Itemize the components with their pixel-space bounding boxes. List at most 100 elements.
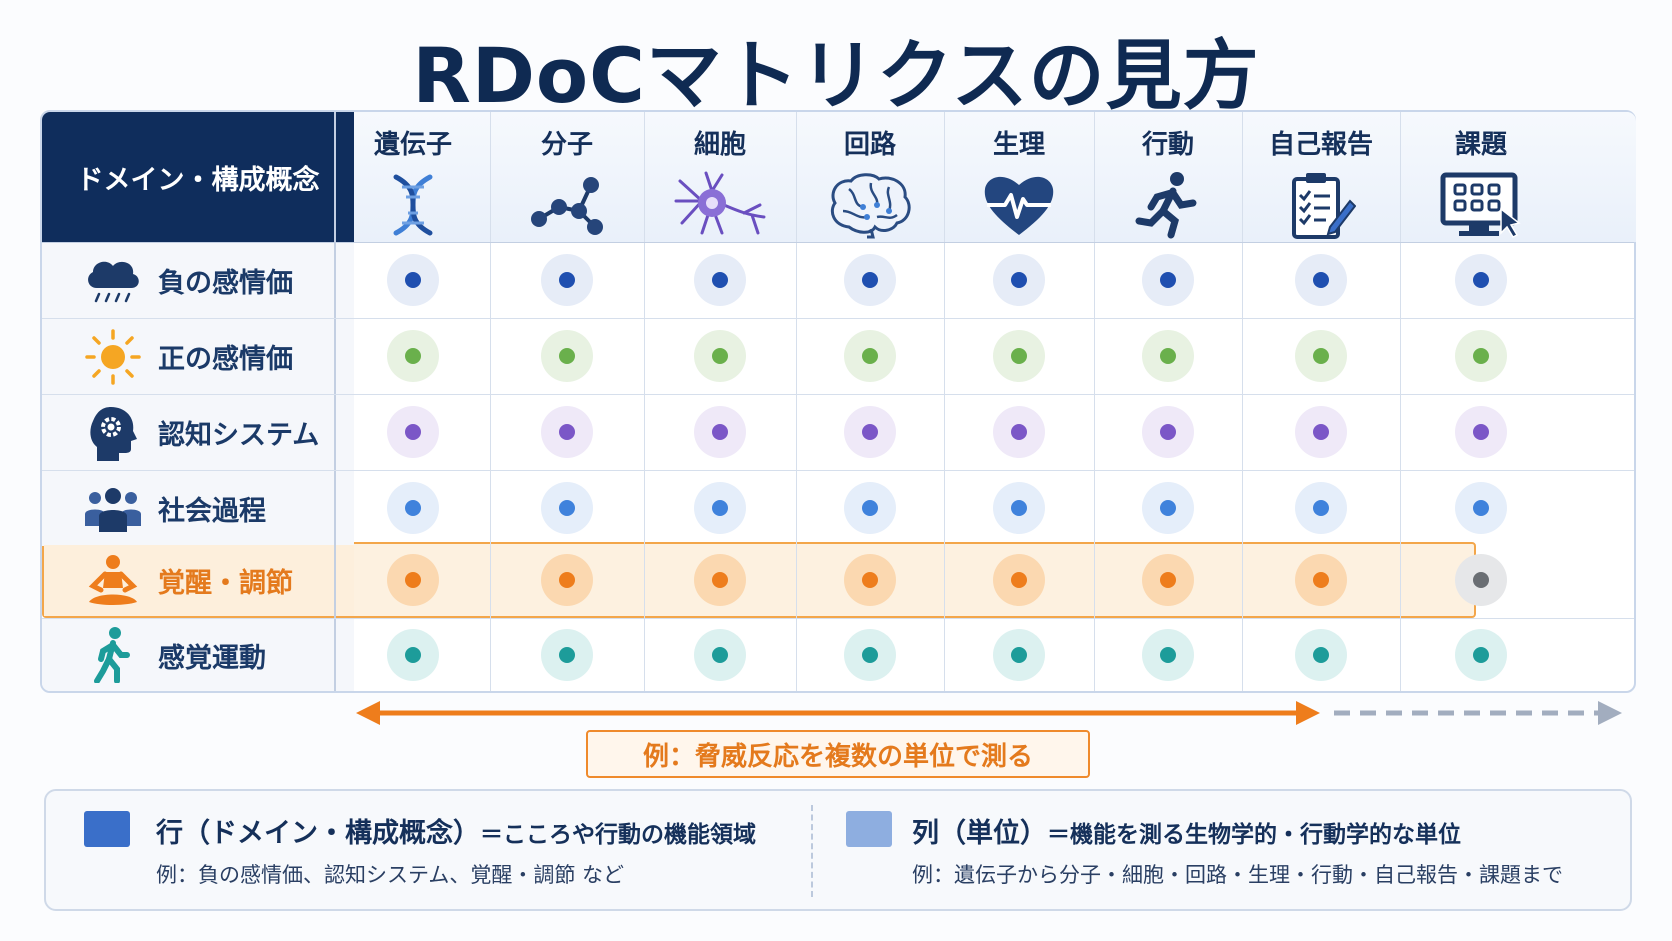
matrix-cell-dot xyxy=(387,482,439,534)
col-label: 課題 xyxy=(1454,130,1507,160)
col-header-physiology: 生理 xyxy=(944,112,1094,242)
col-header-circuits: 回路 xyxy=(796,112,944,242)
matrix-cell-dot-core xyxy=(712,272,728,288)
matrix-cell-dot xyxy=(1295,629,1347,681)
row-negative-valence: 負の感情価 xyxy=(42,243,354,318)
legend-cols-desc: ＝機能を測る生物学的・行動学的な単位 xyxy=(1047,822,1461,848)
matrix-cell-dot-core xyxy=(1473,424,1489,440)
matrix-cell-dot xyxy=(694,406,746,458)
matrix-cell-dot-core xyxy=(862,500,878,516)
matrix-cell-dot-core xyxy=(1313,424,1329,440)
page-title: RDoCマトリクスの見方 xyxy=(412,31,1260,120)
matrix-cell-dot-core xyxy=(1313,572,1329,588)
grid-line xyxy=(334,112,336,691)
row-label-text: 社会過程 xyxy=(158,496,266,527)
row-label-text: 覚醒・調節 xyxy=(158,568,293,599)
grid-line xyxy=(490,112,491,691)
legend-cols-title: 列（単位）＝機能を測る生物学的・行動学的な単位 xyxy=(912,811,1461,850)
col-label: 行動 xyxy=(1141,130,1194,160)
matrix-cell-dot xyxy=(694,629,746,681)
matrix-cell-dot-core xyxy=(862,572,878,588)
orange-double-arrow xyxy=(356,701,1320,725)
matrix-cell-dot-core xyxy=(1011,500,1027,516)
matrix-cell-dot-core xyxy=(1160,272,1176,288)
legend-cols-title-text: 列（単位） xyxy=(912,818,1047,849)
matrix-cell-dot-core xyxy=(862,647,878,663)
matrix-cell-dot xyxy=(1455,629,1507,681)
grid-line xyxy=(944,112,945,691)
col-header-molecules: 分子 xyxy=(490,112,644,242)
matrix-cell-dot-core xyxy=(1011,348,1027,364)
matrix-cell-dot-core xyxy=(1160,500,1176,516)
sun-icon xyxy=(85,328,141,385)
grid-line xyxy=(42,318,1634,319)
col-label: 分子 xyxy=(540,130,593,160)
matrix-cell-dot xyxy=(844,629,896,681)
matrix-cell-dot xyxy=(1455,406,1507,458)
matrix-cell-dot-core xyxy=(559,647,575,663)
matrix-cell-dot xyxy=(1142,482,1194,534)
col-header-genes: 遺伝子 xyxy=(336,112,490,242)
example-callout: 例：脅威反応を複数の単位で測る xyxy=(586,730,1090,778)
legend-box: 行（ドメイン・構成概念）＝こころや行動の機能領域 例：負の感情価、認知システム、… xyxy=(44,789,1632,911)
matrix-cell-dot xyxy=(1295,554,1347,606)
neuron-icon xyxy=(674,171,766,235)
matrix-cell-dot xyxy=(1142,406,1194,458)
col-header-cells: 細胞 xyxy=(644,112,796,242)
matrix-cell-dot-core xyxy=(559,572,575,588)
col-header-behavior: 行動 xyxy=(1094,112,1242,242)
matrix-cell-dot xyxy=(541,254,593,306)
matrix-cell-dot-core xyxy=(1313,272,1329,288)
matrix-cell-dot-core xyxy=(1011,424,1027,440)
clipboard-checklist-icon xyxy=(1292,173,1356,239)
matrix-cell-dot xyxy=(1455,330,1507,382)
matrix-cell-dot xyxy=(844,330,896,382)
col-header-tasks: 課題 xyxy=(1400,112,1562,242)
matrix-cell-dot-core xyxy=(1011,647,1027,663)
grid-line xyxy=(644,112,645,691)
matrix-cell-dot-core xyxy=(862,424,878,440)
matrix-cell-dot xyxy=(541,554,593,606)
matrix-cell-dot xyxy=(694,254,746,306)
matrix-cell-dot xyxy=(993,629,1045,681)
matrix-cell-dot-core xyxy=(405,348,421,364)
row-social-processes: 社会過程 xyxy=(42,471,354,546)
row-positive-valence: 正の感情価 xyxy=(42,319,354,394)
matrix-cell-dot xyxy=(541,330,593,382)
matrix-cell-dot-core xyxy=(1160,647,1176,663)
matrix-cell-dot-core xyxy=(1313,647,1329,663)
matrix-cell-dot xyxy=(387,406,439,458)
matrix-cell-dot xyxy=(844,482,896,534)
matrix-cell-dot-core xyxy=(862,348,878,364)
matrix-cell-dot xyxy=(1455,482,1507,534)
matrix-cell-dot-core xyxy=(712,572,728,588)
walking-person-icon xyxy=(94,627,130,683)
matrix-cell-dot-core xyxy=(1473,348,1489,364)
grid-line xyxy=(1094,112,1095,691)
grid-line xyxy=(796,112,797,691)
matrix-cell-dot xyxy=(694,482,746,534)
grid-line xyxy=(42,470,1634,471)
dna-icon xyxy=(393,174,433,236)
matrix-cell-dot-core xyxy=(712,647,728,663)
matrix-cell-dot xyxy=(1455,554,1507,606)
matrix-cell-dot xyxy=(387,554,439,606)
matrix-cell-dot-core xyxy=(1473,500,1489,516)
col-label: 生理 xyxy=(992,130,1045,160)
matrix-cell-dot xyxy=(844,254,896,306)
matrix-cell-dot-core xyxy=(1011,572,1027,588)
matrix-cell-dot xyxy=(993,554,1045,606)
meditation-icon xyxy=(88,554,138,605)
row-sensorimotor: 感覚運動 xyxy=(42,619,354,691)
matrix-cell-dot xyxy=(1295,482,1347,534)
matrix-cell-dot-core xyxy=(405,500,421,516)
matrix-cell-dot-core xyxy=(1313,500,1329,516)
row-label-text: 感覚運動 xyxy=(158,642,266,674)
heart-pulse-icon xyxy=(984,176,1054,235)
matrix-cell-dot xyxy=(1142,254,1194,306)
people-group-icon xyxy=(85,487,141,532)
matrix-cell-dot xyxy=(541,482,593,534)
row-label-text: 負の感情価 xyxy=(158,268,293,299)
matrix-cell-dot xyxy=(1142,629,1194,681)
matrix-cell-dot-core xyxy=(559,348,575,364)
